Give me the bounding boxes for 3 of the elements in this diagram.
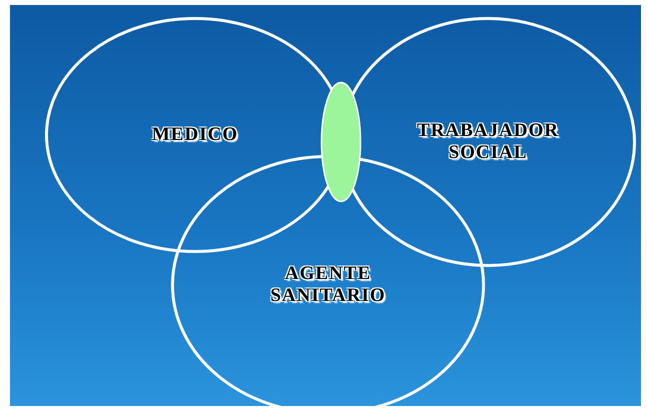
circle-label: AGENTE SANITARIO [269, 263, 387, 307]
circle-label: MEDICO [150, 124, 240, 146]
circle-label: TRABAJADOR SOCIAL [416, 120, 560, 164]
